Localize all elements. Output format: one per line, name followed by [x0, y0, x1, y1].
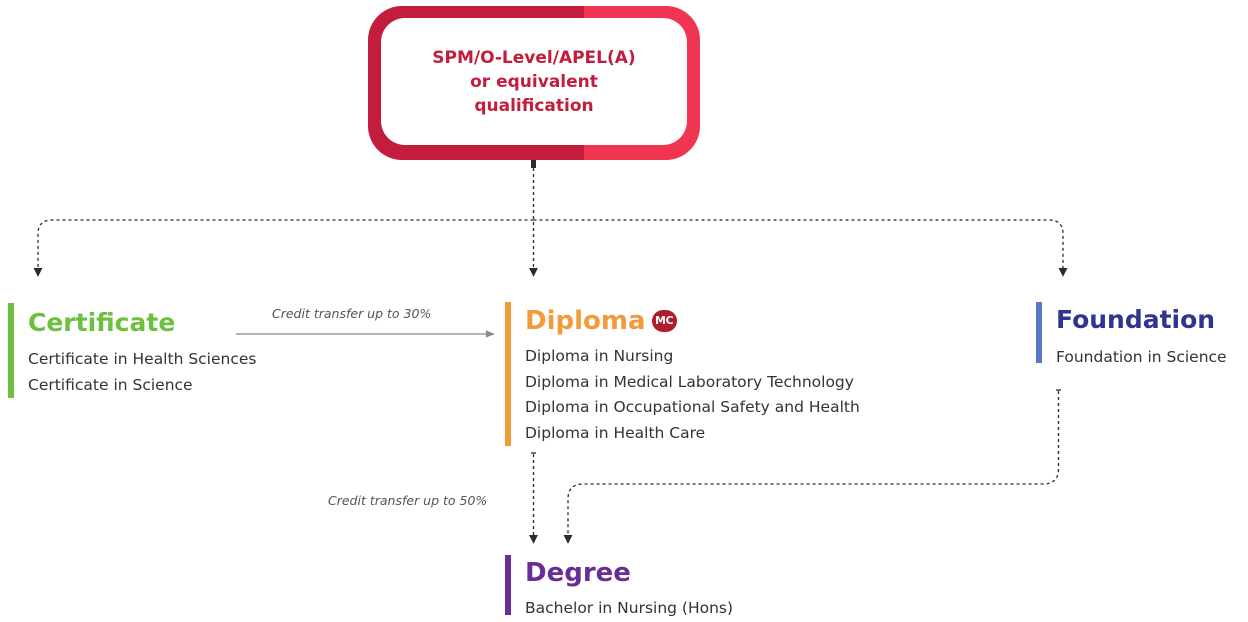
entry-to-certificate-arrow — [33, 219, 534, 277]
degree-title: Degree — [525, 558, 631, 588]
foundation-accent-bar — [1036, 302, 1042, 363]
entry-connector-stub — [531, 160, 536, 168]
entry-line-3: qualification — [474, 95, 594, 116]
program-item[interactable]: Certificate in Health Sciences — [28, 350, 257, 368]
certificate-program-list: Certificate in Health Sciences Certifica… — [28, 347, 256, 398]
credit-transfer-30-label: Credit transfer up to 30% — [272, 306, 432, 321]
program-item[interactable]: Foundation in Science — [1056, 348, 1227, 366]
diploma-accent-bar — [505, 302, 511, 446]
program-item[interactable]: Diploma in Medical Laboratory Technology — [525, 372, 854, 391]
certificate-title: Certificate — [28, 308, 176, 337]
degree-program-list: Bachelor in Nursing (Hons) — [525, 596, 733, 622]
diploma-program-list: Diploma in Nursing Diploma in Medical La… — [525, 344, 860, 446]
program-item[interactable]: Diploma in Occupational Safety and Healt… — [525, 398, 860, 416]
entry-to-foundation-arrow — [533, 219, 1068, 277]
diploma-title-text: Diploma — [525, 306, 646, 336]
entry-requirement-box: SPM/O-Level/APEL(A) or equivalent qualif… — [368, 6, 700, 160]
degree-accent-bar — [505, 555, 511, 615]
entry-requirement-inner: SPM/O-Level/APEL(A) or equivalent qualif… — [381, 18, 687, 145]
certificate-accent-bar — [8, 303, 14, 398]
mc-badge-icon: MC — [651, 310, 677, 332]
foundation-program-list: Foundation in Science — [1056, 345, 1227, 371]
foundation-to-degree-arrow — [563, 391, 1060, 544]
entry-requirement-text: SPM/O-Level/APEL(A) or equivalent qualif… — [394, 46, 674, 118]
program-item[interactable]: Diploma in Health Care — [525, 423, 706, 442]
program-item[interactable]: Bachelor in Nursing (Hons) — [525, 599, 734, 617]
entry-line-2: or equivalent — [470, 71, 598, 92]
entry-line-1: SPM/O-Level/APEL(A) — [432, 47, 636, 68]
program-item[interactable]: Diploma in Nursing — [525, 347, 674, 365]
credit-transfer-50-label: Credit transfer up to 50% — [328, 493, 488, 508]
foundation-title: Foundation — [1056, 305, 1216, 334]
program-item[interactable]: Certificate in Science — [28, 375, 193, 394]
